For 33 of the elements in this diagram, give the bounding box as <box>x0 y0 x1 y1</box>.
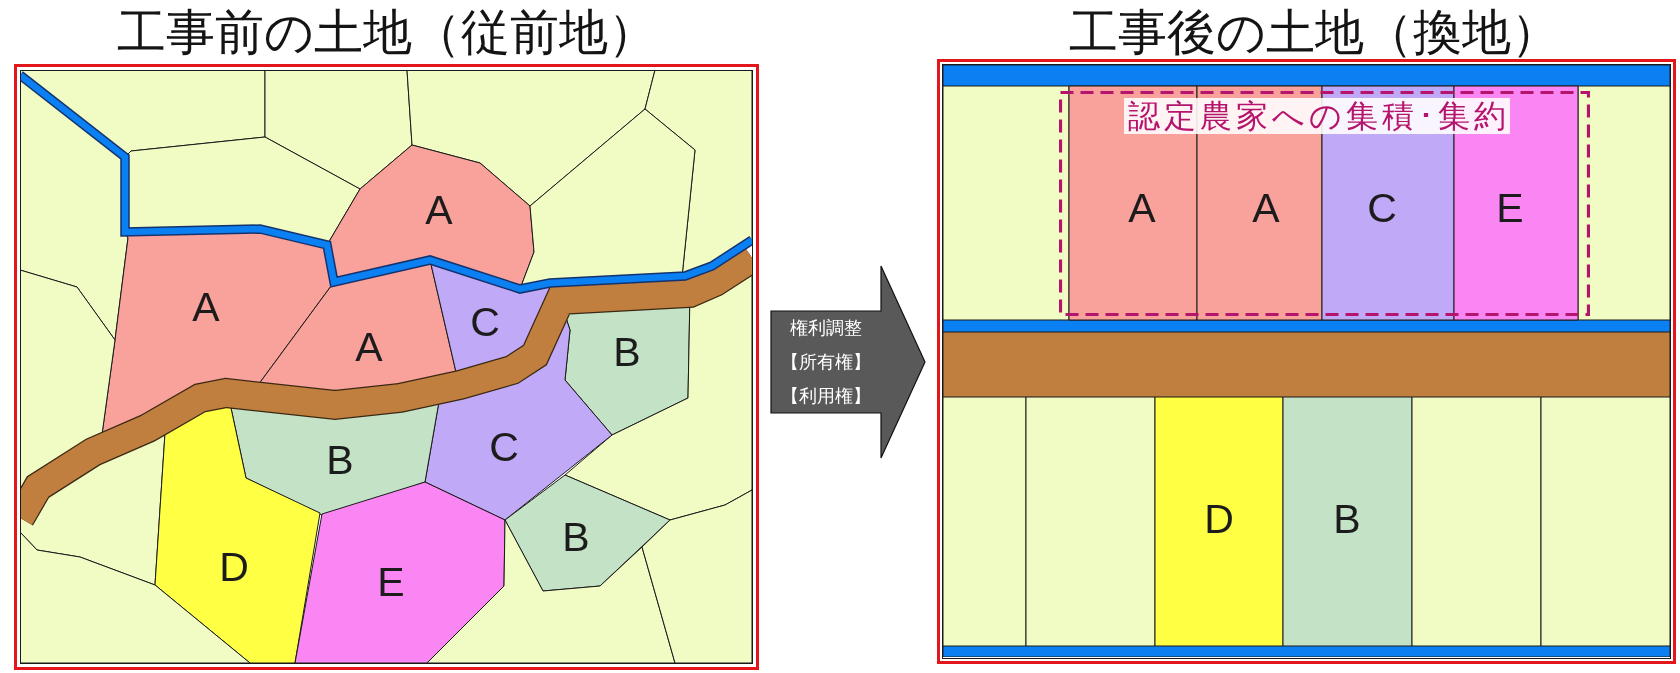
parcel-label: B <box>326 438 354 482</box>
land-parcel <box>1412 397 1541 646</box>
waterway <box>943 65 1670 86</box>
group-label: 認定農家への集積･集約 <box>1124 98 1510 134</box>
land-parcel <box>1026 397 1155 646</box>
block-arrow <box>770 265 926 459</box>
land-parcel <box>1155 397 1283 646</box>
panel-title: 工事前の土地（従前地） <box>116 4 657 62</box>
land-parcel <box>1069 86 1197 320</box>
parcel-label: B <box>613 330 641 374</box>
road <box>943 332 1670 397</box>
parcel-label: D <box>219 545 249 589</box>
land-parcel <box>1541 397 1670 646</box>
waterway <box>943 646 1670 657</box>
parcel-label: A <box>425 188 453 232</box>
parcel-label: A <box>1128 186 1156 230</box>
parcel-label: B <box>1333 497 1361 541</box>
parcel-label: C <box>489 425 519 469</box>
land-parcel <box>1283 397 1412 646</box>
parcel-label: E <box>377 560 405 604</box>
parcel-label: C <box>1367 186 1397 230</box>
parcel-label: C <box>470 300 500 344</box>
parcel-label: D <box>1204 497 1234 541</box>
land-parcel <box>943 86 1069 320</box>
parcel-label: A <box>1252 186 1280 230</box>
arrow-label: 権利調整【所有権】【利用権】 <box>780 316 872 408</box>
parcel-label: B <box>562 515 590 559</box>
land-parcel <box>1578 86 1670 320</box>
land-parcel <box>943 397 1026 646</box>
parcel-label: A <box>355 325 383 369</box>
parcel-label: A <box>192 285 220 329</box>
parcel-label: E <box>1496 186 1524 230</box>
panel-title: 工事後の土地（換地） <box>1069 4 1560 62</box>
